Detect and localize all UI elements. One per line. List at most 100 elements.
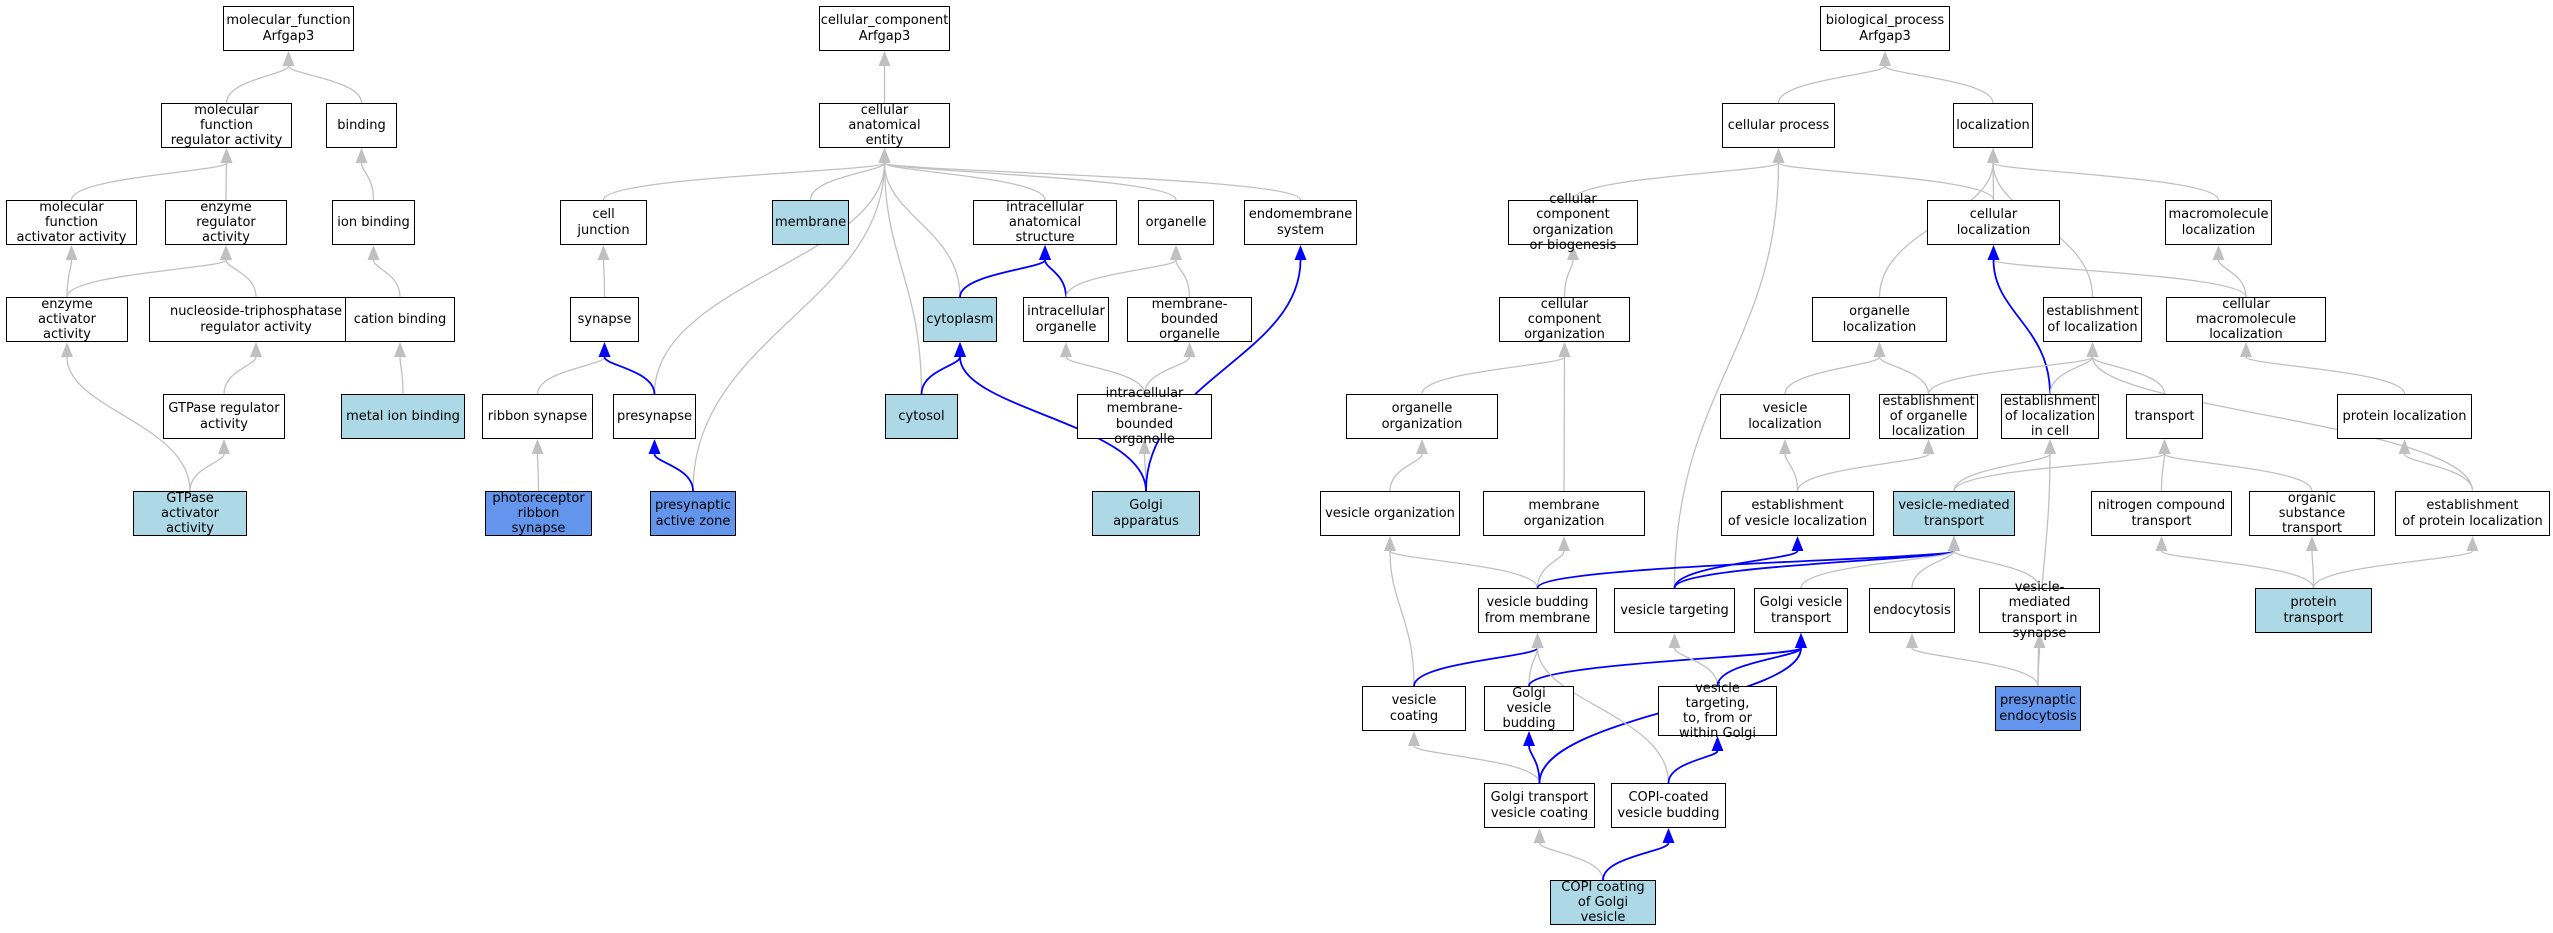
edge-cmacroloc-to-celloc: [1992, 259, 2247, 298]
edge-estvesloc-to-vesloc: [1784, 453, 1799, 492]
go-term-estloc: establishment of localization: [2043, 297, 2142, 342]
arrowhead-presynendo-to-estlocincell: [2044, 439, 2056, 454]
edge-prottrans-to-ost: [2311, 550, 2315, 589]
edge-memorg-to-cco: [1563, 356, 1566, 492]
edge-activezone-to-presyn: [653, 453, 694, 492]
arrowhead-imbo-to-intraorg: [1060, 342, 1072, 357]
go-term-cytosol: cytosol: [885, 394, 958, 439]
arrowhead-vmtsyn-to-vmt: [1948, 536, 1960, 551]
go-term-orgorg: organelle organization: [1346, 394, 1498, 439]
edge-eaa-to-mfaa: [66, 259, 73, 298]
arrowhead-presynendo-to-vmtsyn: [2033, 633, 2046, 648]
edge-estorgloc-to-orgloc: [1878, 356, 1930, 395]
arrowhead-protloc-to-cmacroloc: [2240, 342, 2252, 357]
edge-cco-to-ccob: [1563, 259, 1574, 298]
edge-copicoat-to-gtvc: [1538, 842, 1604, 881]
arrowhead-prottrans-to-nct: [2155, 536, 2168, 551]
edge-ntpra-to-era: [225, 259, 257, 298]
edge-golgi-to-cytoplasm: [959, 356, 1147, 492]
edge-intraorg-to-ias: [1044, 259, 1067, 298]
go-term-macroloc: macromolecule localization: [2165, 200, 2272, 245]
go-term-photoribbon: photoreceptor ribbon synapse: [485, 491, 592, 536]
arrowhead-golgi-to-endomem: [1294, 245, 1307, 260]
arrowhead-golgi-to-cytoplasm: [954, 342, 966, 357]
edge-gtvc-to-vescoat: [1413, 745, 1541, 784]
edge-gvb-to-gvt: [1528, 647, 1802, 687]
arrowhead-golgi-to-imbo: [1138, 439, 1151, 454]
edge-gtvc-to-gvb: [1528, 745, 1541, 784]
arrowhead-estvesloc-to-vesloc: [1779, 439, 1791, 454]
edge-vestarget-to-vmt: [1673, 550, 1955, 589]
edge-vmt-to-transport: [1953, 453, 2166, 492]
arrowhead-eaa-to-mfaa: [65, 245, 78, 260]
edge-cmacroloc-to-macroloc: [2217, 259, 2247, 298]
go-term-protloc: protein localization: [2337, 394, 2472, 439]
edge-cationb-to-ionb: [372, 259, 401, 298]
go-term-ionb: ion binding: [332, 200, 415, 245]
edge-copivb-to-vbfm: [1536, 647, 1670, 784]
go-term-mfra: molecular function regulator activity: [161, 103, 292, 148]
arrowhead-estlocincell-to-celloc: [1987, 245, 2000, 260]
edge-presynendo-to-endocytosis: [1911, 647, 2039, 687]
arrowhead-localization-to-bp: [1879, 51, 1891, 66]
arrowhead-intraorg-to-ias: [1039, 245, 1051, 260]
go-term-ias: intracellular anatomical structure: [973, 200, 1117, 245]
edge-imbo-to-intraorg: [1065, 356, 1146, 395]
edge-cytoplasm-to-ias: [959, 259, 1046, 298]
edge-gtpra-to-ntpra: [223, 356, 257, 395]
edge-ias-to-cae: [883, 162, 1046, 201]
arrowhead-gtpaa-to-gtpra: [218, 439, 230, 454]
arrowhead-synapse-to-celljunction: [597, 245, 610, 260]
edge-vtgolgi-to-vestarget: [1673, 647, 1719, 687]
go-term-ribbon: ribbon synapse: [482, 394, 593, 439]
arrowhead-estprotloc-to-protloc: [2398, 439, 2411, 454]
go-term-presynendo: presynaptic endocytosis: [1995, 686, 2081, 731]
go-term-organelle: organelle: [1138, 200, 1214, 245]
edge-cytoplasm-to-cae: [883, 162, 961, 298]
edge-vmt-to-estlocincell: [1953, 453, 2051, 492]
arrowhead-gtpra-to-ntpra: [250, 342, 262, 357]
edge-gtpaa-to-gtpra: [189, 453, 225, 492]
go-term-gvt: Golgi vesicle transport: [1754, 588, 1848, 633]
arrowhead-ntpra-to-era: [220, 245, 232, 260]
edge-vestarget-to-cellproc: [1673, 162, 1780, 589]
go-term-vtgolgi: vesicle targeting, to, from or within Go…: [1658, 681, 1777, 741]
edge-copicoat-to-copivb: [1602, 842, 1670, 881]
go-term-memorg: membrane organization: [1483, 491, 1645, 536]
edge-binding-to-mf: [287, 65, 363, 104]
go-term-synapse: synapse: [570, 297, 639, 342]
edge-cytosol-to-cytoplasm: [920, 356, 961, 395]
edge-vestarget-to-estvesloc: [1673, 550, 1799, 589]
go-term-endomem: endomembrane system: [1244, 200, 1357, 245]
edge-ionb-to-binding: [360, 162, 375, 201]
edge-transport-to-estloc: [2091, 356, 2166, 395]
go-term-cae: cellular anatomical entity: [819, 103, 950, 148]
edge-mbo-to-organelle: [1175, 259, 1191, 298]
arrowhead-cae-to-cc: [878, 51, 891, 66]
arrowhead-mbo-to-organelle: [1170, 245, 1182, 260]
arrowhead-copicoat-to-copivb: [1662, 828, 1675, 843]
edge-celljunction-to-cae: [602, 162, 886, 201]
edge-mfaa-to-mfra: [70, 162, 228, 201]
go-term-estprotloc: establishment of protein localization: [2395, 491, 2550, 536]
edge-ost-to-transport: [2163, 453, 2313, 492]
edge-vesorg-to-orgorg: [1389, 453, 1423, 492]
go-term-presyn: presynapse: [613, 394, 696, 439]
edge-endomem-to-cae: [883, 162, 1302, 201]
arrowhead-activezone-to-presyn: [648, 439, 661, 454]
go-term-golgi: Golgi apparatus: [1092, 491, 1200, 536]
go-term-cytoplasm: cytoplasm: [923, 297, 997, 342]
edge-presynendo-to-estlocincell: [2037, 453, 2051, 687]
arrowhead-estloc-to-localization: [1987, 148, 1999, 163]
arrowhead-ost-to-transport: [2158, 439, 2171, 454]
go-term-localization: localization: [1953, 103, 2033, 148]
go-term-gtvc: Golgi transport vesicle coating: [1484, 783, 1595, 828]
edge-presyn-to-synapse: [603, 356, 656, 395]
go-term-mbo: membrane-bounded organelle: [1127, 297, 1252, 342]
arrowhead-metalb-to-cationb: [394, 342, 406, 357]
edge-endocytosis-to-vmt: [1911, 550, 1955, 589]
edge-intraorg-to-organelle: [1065, 259, 1177, 298]
edge-photoribbon-to-ribbon: [536, 453, 540, 492]
go-term-binding: binding: [326, 103, 397, 148]
edge-prottrans-to-nct: [2160, 550, 2315, 589]
